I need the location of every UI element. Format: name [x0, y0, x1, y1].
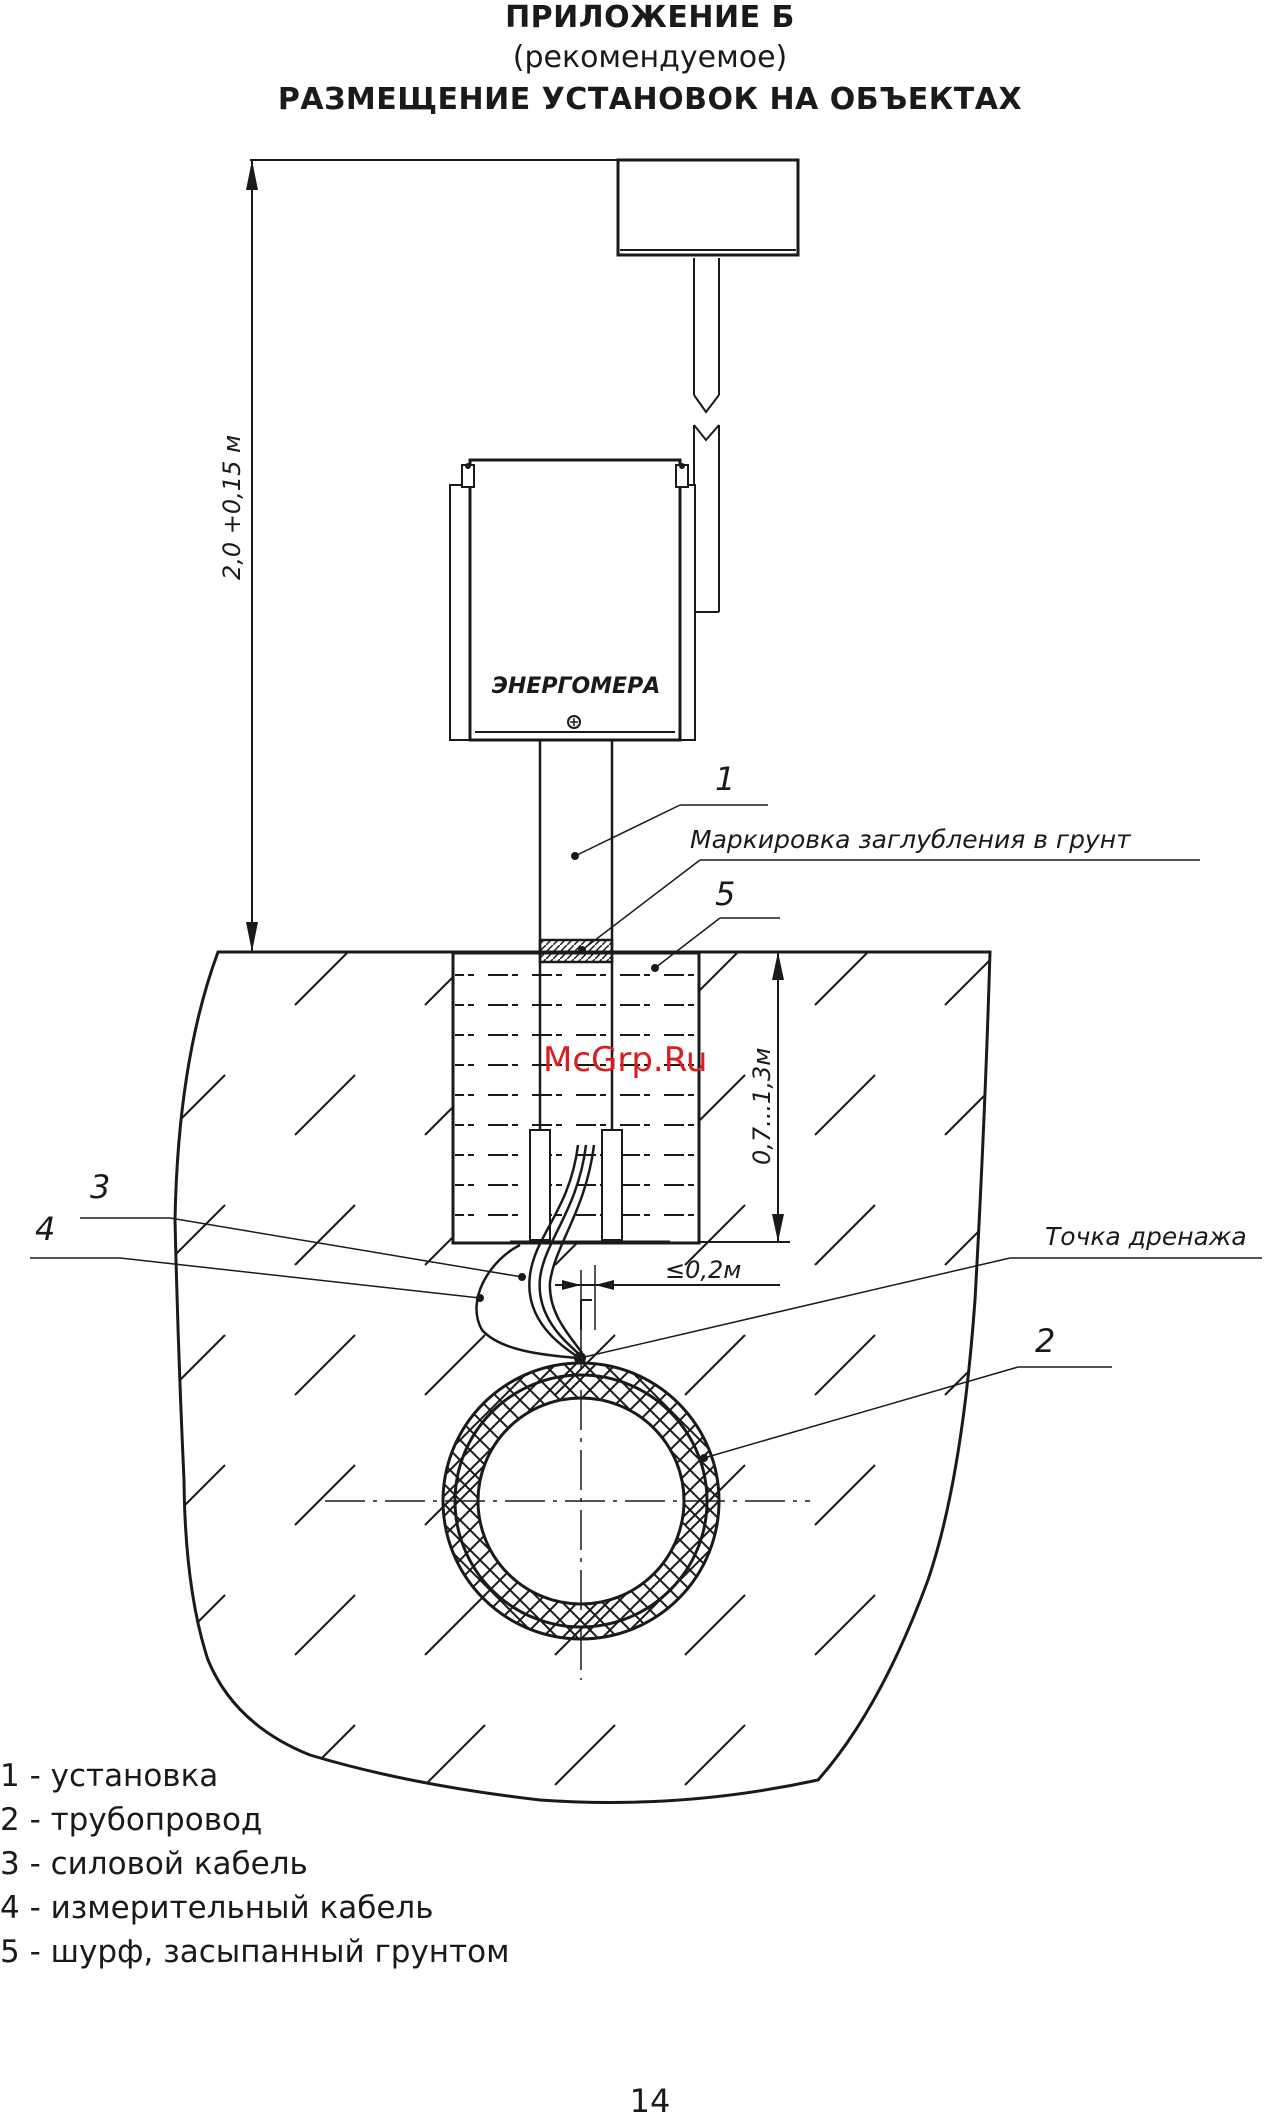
- watermark: McGrp.Ru: [543, 1040, 707, 1080]
- depth-dimension-label: 0,7...1,3м: [748, 1048, 776, 1165]
- page-number: 14: [0, 2082, 1272, 2120]
- callout-4-number: 4: [35, 1210, 55, 1248]
- callout-2-number: 2: [1035, 1322, 1055, 1360]
- marking-label: Маркировка заглубления в грунт: [690, 825, 1132, 854]
- offset-dimension-label: ≤0,2м: [665, 1256, 741, 1284]
- installation-cabinet: ЭНЕРГОМЕРА: [450, 460, 695, 740]
- legend-item: 2 - трубопровод: [0, 1798, 510, 1842]
- legend-item: 4 - измерительный кабель: [0, 1886, 510, 1930]
- drain-label: Точка дренажа: [1045, 1222, 1247, 1251]
- legend: 1 - установка 2 - трубопровод 3 - силово…: [0, 1754, 510, 1974]
- callout-5-number: 5: [715, 875, 735, 913]
- height-dimension-label: 2,0 +0,15 м: [218, 435, 246, 580]
- brand-logo: ЭНЕРГОМЕРА: [492, 674, 661, 699]
- callout-1-number: 1: [715, 760, 735, 798]
- callout-3-number: 3: [90, 1168, 110, 1206]
- legend-item: 1 - установка: [0, 1754, 510, 1798]
- legend-item: 3 - силовой кабель: [0, 1842, 510, 1886]
- callout-marking: Маркировка заглубления в грунт: [578, 825, 1200, 954]
- legend-item: 5 - шурф, засыпанный грунтом: [0, 1930, 510, 1974]
